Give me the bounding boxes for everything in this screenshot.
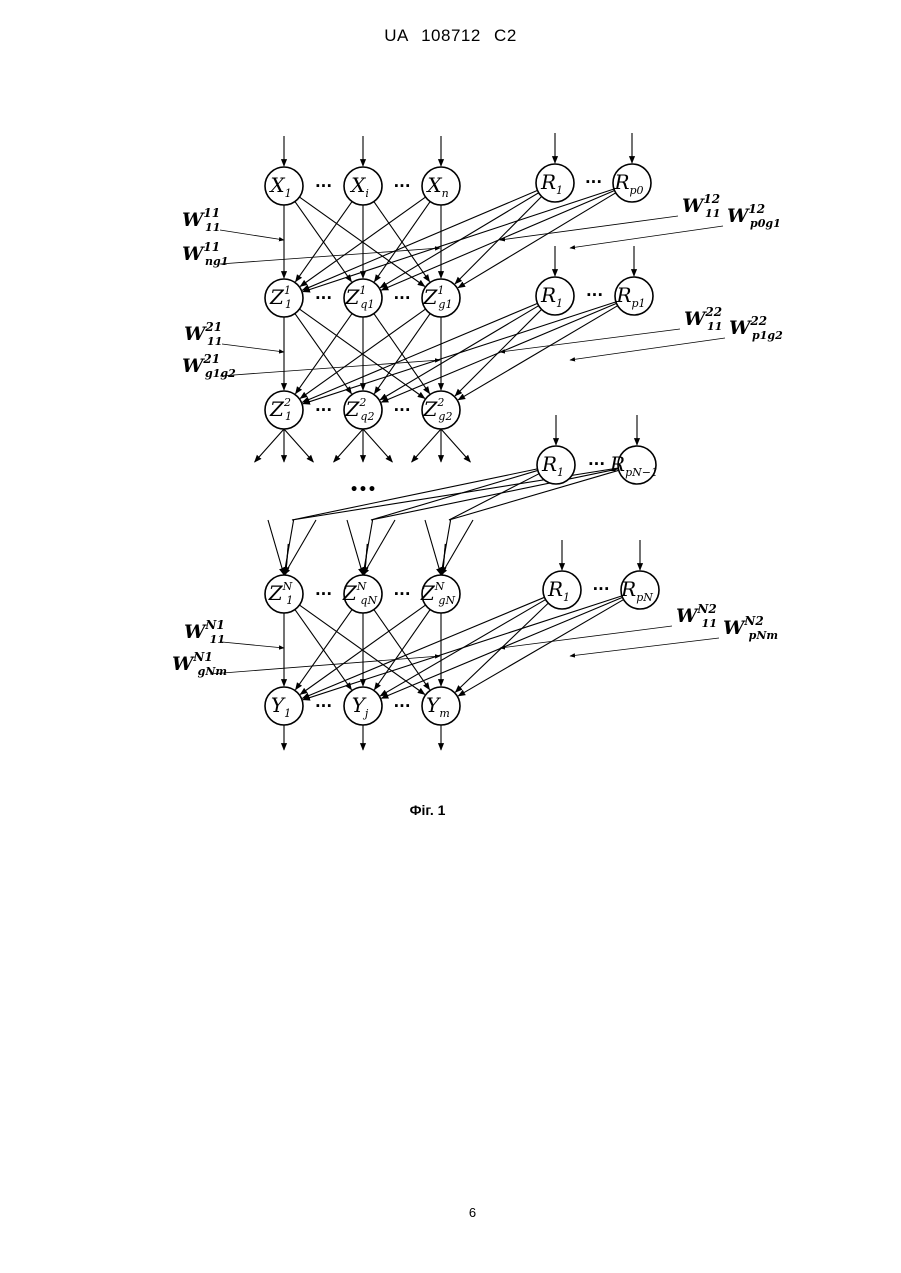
weight-pointer-line bbox=[570, 638, 719, 656]
input-stub-arrow bbox=[347, 520, 363, 575]
input-stub-arrow bbox=[268, 520, 284, 575]
weight-pointer-line bbox=[220, 230, 284, 240]
weight-pointer-line bbox=[500, 626, 672, 648]
weight-pointer-line bbox=[570, 338, 725, 360]
node-r0-1: R1 bbox=[536, 164, 574, 202]
node-rn1-p: RpN−1 bbox=[609, 446, 658, 484]
node-ym: Ym bbox=[422, 687, 460, 725]
node-label: Z11 bbox=[269, 284, 292, 311]
horizontal-ellipsis: ··· bbox=[586, 286, 603, 304]
weight-label-w21-11: W2111 bbox=[184, 320, 222, 348]
horizontal-ellipsis: ··· bbox=[393, 289, 410, 307]
connection-arrow bbox=[302, 597, 544, 698]
connection-arrow bbox=[381, 190, 614, 290]
horizontal-ellipsis: ··· bbox=[315, 585, 332, 603]
output-stub-arrow bbox=[284, 429, 313, 462]
node-r0-p: Rp0 bbox=[613, 164, 651, 202]
output-stub-arrow bbox=[363, 429, 392, 462]
node-z1-q: Z1q1 bbox=[344, 279, 382, 317]
output-stub-arrow bbox=[255, 429, 284, 462]
weight-label-wn2-11: WN211 bbox=[676, 602, 717, 630]
node-y1: Y1 bbox=[265, 687, 303, 725]
horizontal-ellipsis: ··· bbox=[585, 173, 602, 191]
node-zn-q: ZNqN bbox=[342, 575, 382, 613]
connection-arrow bbox=[302, 303, 537, 402]
horizontal-ellipsis: ··· bbox=[393, 401, 410, 419]
connection-arrow bbox=[458, 306, 617, 400]
node-z2-g: Z2g2 bbox=[422, 391, 460, 429]
weight-pointer-line bbox=[210, 656, 440, 674]
weight-pointer-line bbox=[570, 226, 723, 248]
page-number: 6 bbox=[0, 1205, 901, 1220]
connection-arrow bbox=[458, 193, 616, 288]
horizontal-ellipsis: ··· bbox=[592, 580, 609, 598]
node-zn-g: ZNgN bbox=[420, 575, 460, 613]
weight-label-w22-p1g2: W22p1g2 bbox=[729, 314, 783, 342]
weight-label-w11-ng1: W11ng1 bbox=[182, 240, 228, 268]
node-rn-p: RpN bbox=[620, 571, 659, 609]
node-z2-1: Z21 bbox=[265, 391, 303, 429]
connection-arrow bbox=[381, 303, 616, 402]
weight-label-w12-p0g1: W12p0g1 bbox=[727, 202, 781, 230]
node-z1-1: Z11 bbox=[265, 279, 303, 317]
horizontal-ellipsis: ··· bbox=[315, 177, 332, 195]
weight-label-w22-11: W2211 bbox=[684, 305, 722, 333]
horizontal-ellipsis: ··· bbox=[315, 697, 332, 715]
node-x1: X1 bbox=[265, 167, 303, 205]
connection-edges bbox=[255, 133, 640, 750]
node-rn1-1: R1 bbox=[537, 446, 575, 484]
input-stub-arrow bbox=[425, 520, 441, 575]
node-label: Z21 bbox=[269, 396, 292, 423]
weight-label-w11-11: W1111 bbox=[182, 206, 220, 234]
figure-caption: Фіг. 1 bbox=[0, 802, 855, 818]
horizontal-ellipsis: ··· bbox=[315, 289, 332, 307]
network-nodes: X1 Xi XnZ11 Z1q1 Z1g1Z21 Z2q2 Z2g2ZN1 ZNqN ZNgN Y… bbox=[265, 164, 659, 725]
connection-line bbox=[371, 469, 618, 520]
connection-line bbox=[292, 469, 537, 520]
node-xn: Xn bbox=[422, 167, 460, 205]
horizontal-ellipsis: ··· bbox=[393, 177, 410, 195]
node-yj: Yj bbox=[344, 687, 382, 725]
connection-line bbox=[371, 470, 538, 520]
horizontal-ellipsis: ··· bbox=[588, 455, 605, 473]
weight-label-w21-g1g2: W21g1g2 bbox=[182, 352, 236, 380]
weight-label-wn1-gnm: WN1gNm bbox=[172, 650, 227, 678]
weight-pointer-line bbox=[222, 642, 284, 648]
connection-line bbox=[449, 474, 539, 520]
node-z2-q: Z2q2 bbox=[344, 391, 382, 429]
output-stub-arrow bbox=[334, 429, 363, 462]
weight-label-w12-11: W1211 bbox=[682, 192, 720, 220]
weight-label-wn2-pnm: WN2pNm bbox=[723, 614, 778, 642]
node-r1-1: R1 bbox=[536, 277, 574, 315]
node-r1-p: Rp1 bbox=[615, 277, 653, 315]
weight-labels: W1111W11ng1 W1211W12p0g1W2111W21g1g2 W2211… bbox=[172, 192, 783, 678]
node-xi: Xi bbox=[344, 167, 382, 205]
horizontal-ellipsis: ··· bbox=[393, 697, 410, 715]
horizontal-ellipsis: ··· bbox=[393, 585, 410, 603]
node-z1-g: Z1g1 bbox=[422, 279, 460, 317]
output-stub-arrow bbox=[441, 429, 470, 462]
layer-gap-ellipsis: ••• bbox=[350, 482, 377, 498]
connection-arrow bbox=[302, 190, 537, 290]
output-stub-arrow bbox=[412, 429, 441, 462]
node-zn-1: ZN1 bbox=[265, 575, 303, 613]
weight-pointer-line bbox=[222, 344, 284, 352]
weight-label-wn1-11: WN111 bbox=[184, 618, 225, 646]
connection-arrow bbox=[458, 600, 623, 696]
connection-line bbox=[449, 470, 619, 520]
horizontal-ellipsis: ··· bbox=[315, 401, 332, 419]
node-rn-1: R1 bbox=[543, 571, 581, 609]
node-label: ZN1 bbox=[268, 580, 294, 607]
